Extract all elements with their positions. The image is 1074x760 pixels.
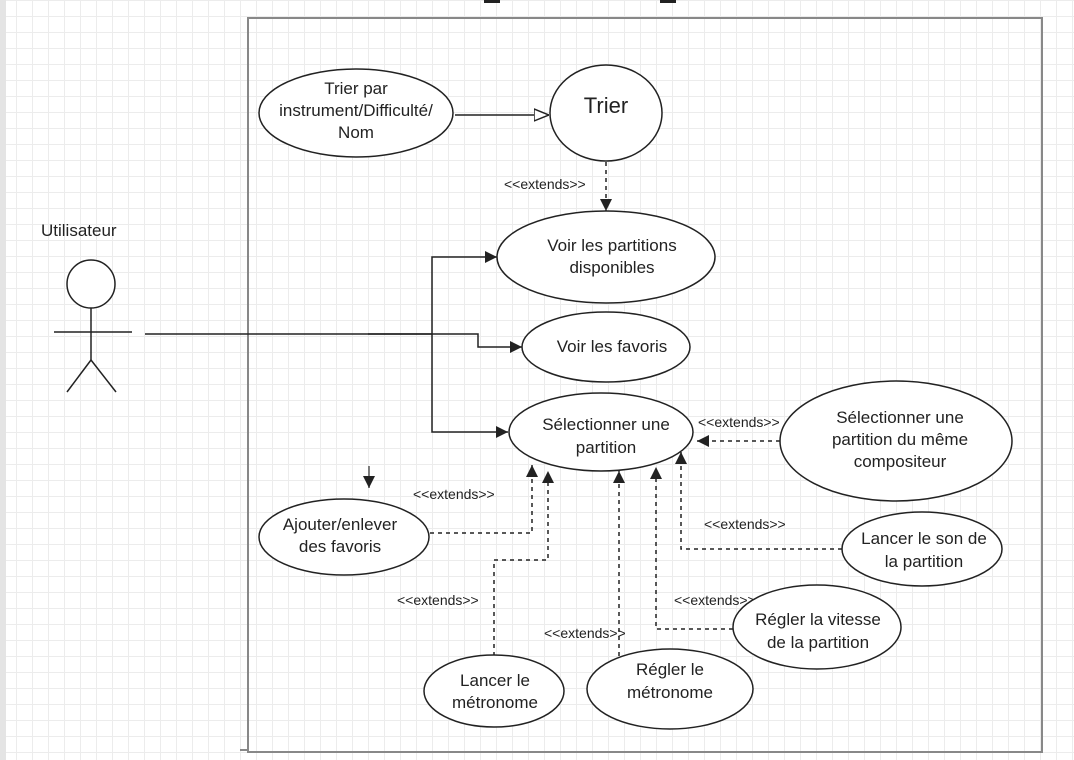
usecase-label: Sélectionner une (542, 415, 670, 434)
association-voir-favoris (368, 333, 522, 353)
usecase-lancer-son[interactable]: Lancer le son de la partition (841, 511, 1003, 587)
usecase-selectionner-partition[interactable]: Sélectionner une partition (508, 392, 694, 472)
usecase-label: Lancer le son de (861, 529, 987, 548)
usecase-label: Sélectionner une (836, 408, 964, 427)
usecase-lancer-metronome[interactable]: Lancer le métronome (423, 654, 565, 728)
usecase-label: Ajouter/enlever (283, 515, 398, 534)
usecase-label: partition (576, 438, 636, 457)
usecase-label: métronome (452, 693, 538, 712)
system-boundary (247, 17, 1043, 753)
actor-right-leg (90, 359, 117, 393)
usecase-label: Trier (584, 93, 628, 118)
extend-ajouter-favoris (430, 465, 538, 534)
usecase-label: Régler la vitesse (755, 610, 881, 629)
extend-label-lancer-son: <<extends>> (704, 516, 786, 532)
actor-left-leg (66, 359, 92, 393)
usecase-label: métronome (627, 683, 713, 702)
extend-label-regler-metronome: <<extends>> (544, 625, 626, 641)
extend-label-meme-compositeur: <<extends>> (698, 414, 780, 430)
usecase-regler-metronome[interactable]: Régler le métronome (586, 648, 754, 730)
usecase-meme-compositeur[interactable]: Sélectionner une partition du même compo… (779, 380, 1013, 502)
usecase-trier-par[interactable]: Trier par instrument/Difficulté/ Nom (258, 68, 454, 158)
usecase-label: instrument/Difficulté/ (279, 101, 433, 120)
actor-head (66, 259, 116, 309)
usecase-trier[interactable]: Trier (549, 64, 663, 162)
usecase-label: compositeur (854, 452, 947, 471)
usecase-label: des favoris (299, 537, 381, 556)
canvas-left-edge (0, 0, 6, 760)
usecase-regler-vitesse[interactable]: Régler la vitesse de la partition (732, 584, 902, 670)
top-mark (660, 0, 676, 3)
extend-lancer-son (675, 452, 842, 550)
extend-label-lancer-metronome: <<extends>> (397, 592, 479, 608)
usecase-ajouter-favoris[interactable]: Ajouter/enlever des favoris (258, 498, 430, 576)
extend-label-vitesse: <<extends>> (674, 592, 756, 608)
usecase-label: Voir les partitions (547, 236, 676, 255)
association-selectionner (431, 334, 508, 438)
usecase-voir-partitions[interactable]: Voir les partitions disponibles (496, 210, 716, 304)
usecase-label: partition du même (832, 430, 968, 449)
usecase-label: disponibles (569, 258, 654, 277)
extend-label-trier: <<extends>> (504, 176, 586, 192)
extend-vitesse (650, 467, 733, 630)
actor-utilisateur[interactable] (54, 259, 132, 393)
usecase-label: Voir les favoris (557, 337, 668, 356)
usecase-label: Régler le (636, 660, 704, 679)
usecase-label: Lancer le (460, 671, 530, 690)
usecase-label: de la partition (767, 633, 869, 652)
association-voir-partitions (431, 251, 497, 334)
usecase-label: Nom (338, 123, 374, 142)
top-mark (484, 0, 500, 3)
extend-lancer-metronome (493, 471, 554, 656)
usecase-label: la partition (885, 552, 963, 571)
actor-label: Utilisateur (41, 221, 117, 240)
extend-label-ajouter-favoris: <<extends>> (413, 486, 495, 502)
usecase-label: Trier par (324, 79, 388, 98)
usecase-voir-favoris[interactable]: Voir les favoris (521, 311, 691, 383)
